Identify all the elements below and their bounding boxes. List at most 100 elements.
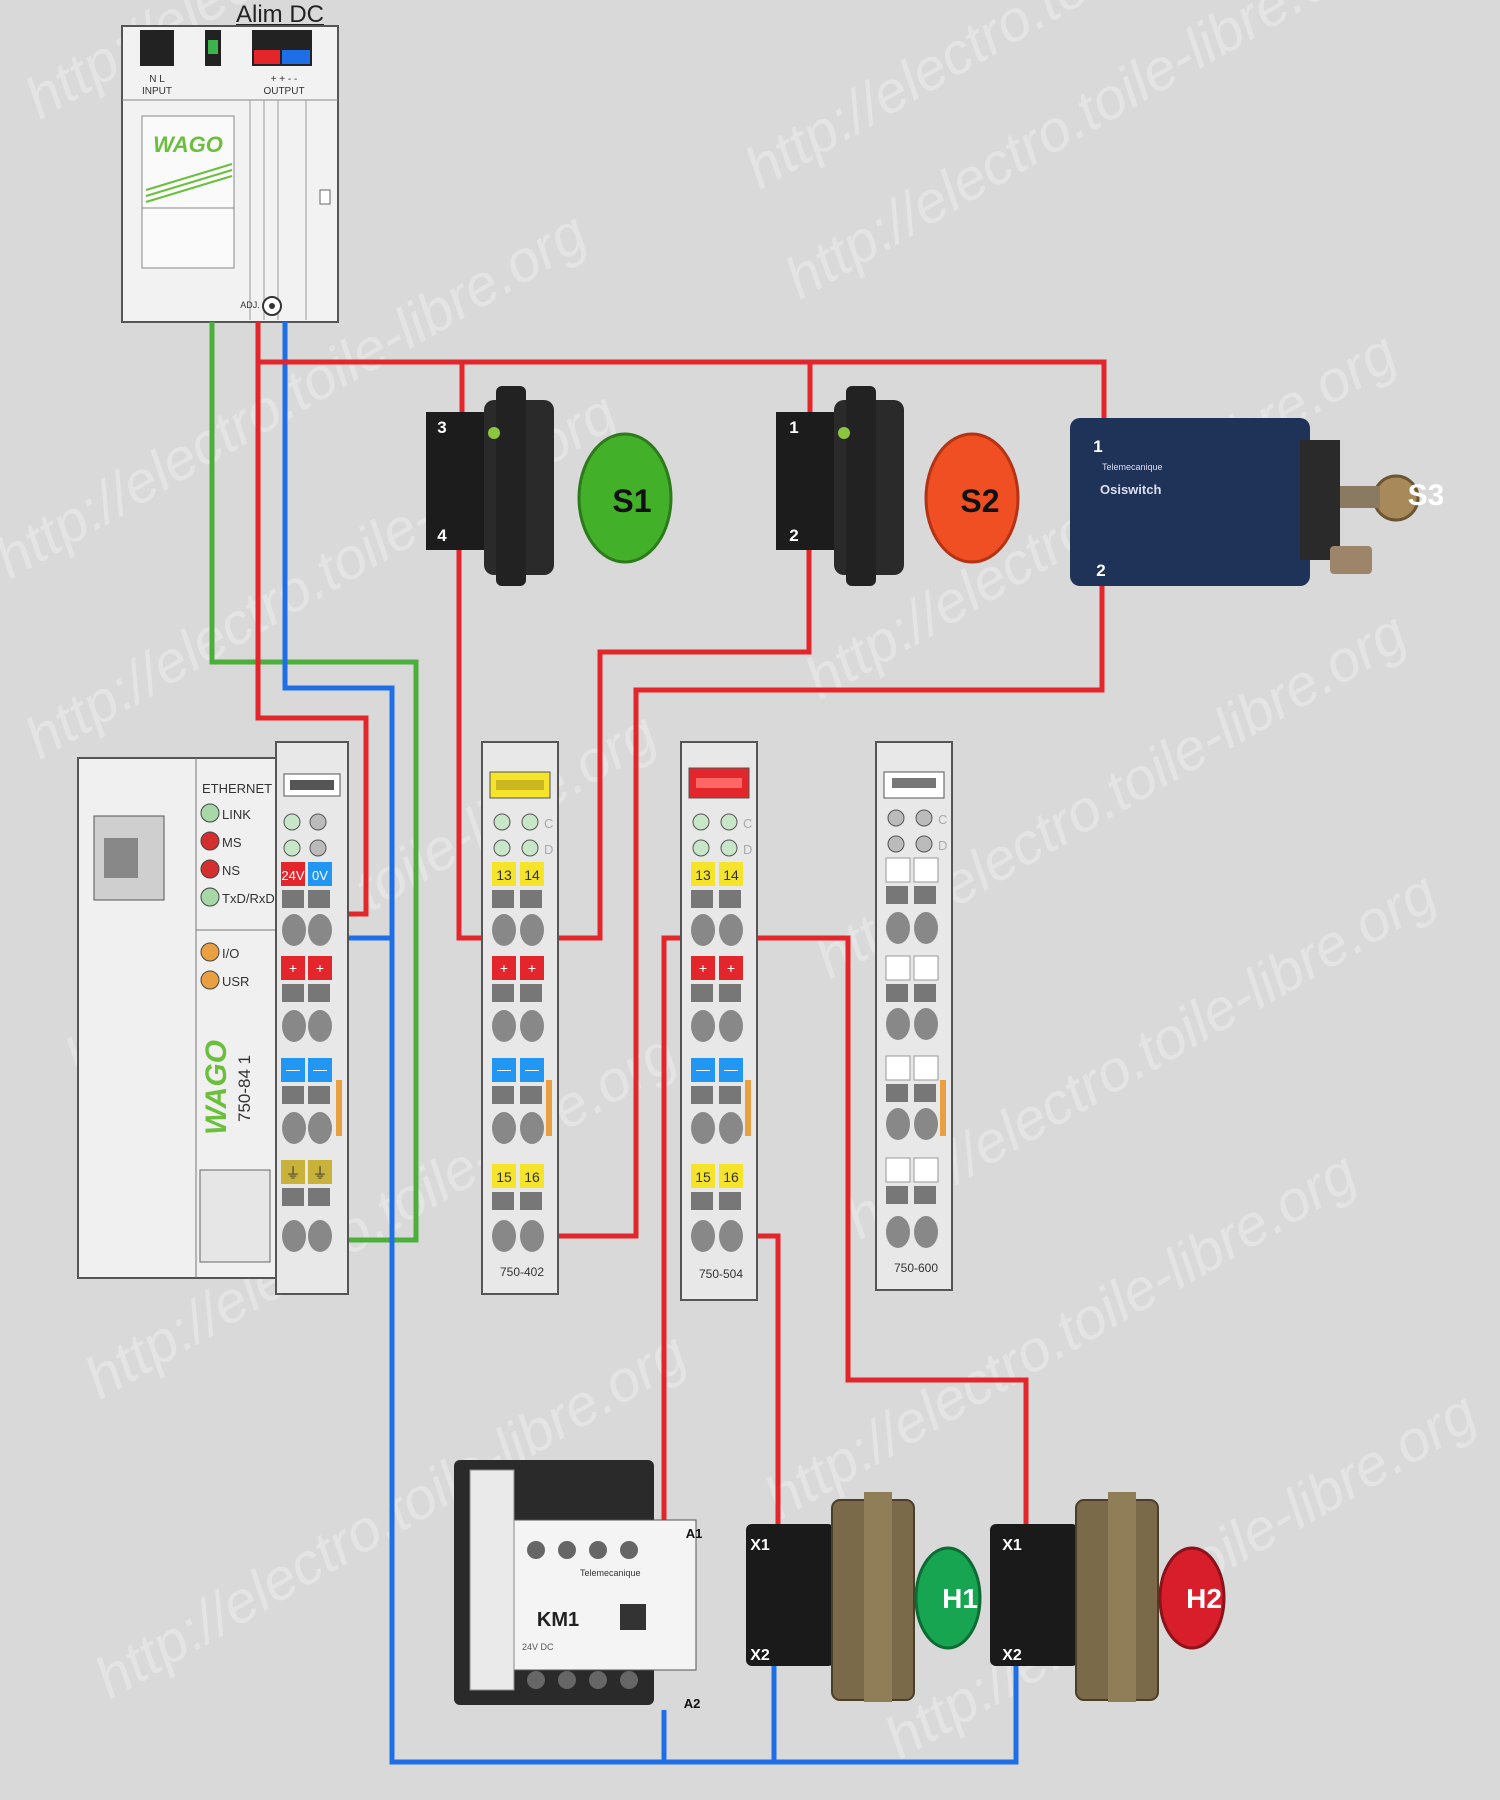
s2-button-cap[interactable]: [924, 432, 1020, 564]
s1-button-cap[interactable]: [577, 432, 673, 564]
h2-label: H2: [1186, 1583, 1222, 1614]
term-ground-icon: ⏚: [285, 1165, 300, 1182]
watermark: http://electro.toile-libre.org: [774, 0, 1387, 311]
s3-terminal-1: 1: [1093, 437, 1102, 456]
km1-terminal-a2: A2: [684, 1696, 701, 1711]
s3-brand: Telemecanique: [1102, 462, 1163, 472]
led-ms-icon: [200, 831, 220, 851]
pilot-light-h2[interactable]: H2 X1 X2: [990, 1492, 1226, 1702]
output-plus-mark: [254, 50, 280, 64]
module-504-term-16: 16: [723, 1169, 739, 1185]
led-link-icon: [200, 803, 220, 823]
module-600-model: 750-600: [894, 1261, 938, 1275]
s1-label: S1: [612, 483, 651, 519]
module-750-402[interactable]: C D 13 14 + + — — 15 16 750-402: [481, 741, 559, 1295]
wago-logo: WAGO: [153, 132, 223, 157]
module-402-minus: —: [525, 1061, 539, 1077]
term-plus-label: +: [289, 960, 297, 976]
push-button-s1[interactable]: S1 3 4: [426, 386, 673, 586]
module-402-minus: —: [497, 1061, 511, 1077]
module-504-term-15: 15: [695, 1169, 711, 1185]
s2-label: S2: [960, 483, 999, 519]
input-terminal-block: [140, 30, 174, 66]
h2-terminal-x1: X1: [1002, 1537, 1022, 1554]
controller-wago-logo: WAGO: [200, 1040, 233, 1135]
module-504-model: 750-504: [699, 1267, 743, 1281]
term-plus-label: +: [316, 960, 324, 976]
module-750-504[interactable]: C D 13 14 + + — — 15 16 750-504: [680, 741, 758, 1301]
km1-brand: Telemecanique: [580, 1568, 641, 1578]
led-txd-rxd-icon: [200, 887, 220, 907]
led-ns-label: NS: [222, 863, 240, 878]
module-504-plus: +: [699, 960, 707, 976]
pilot-light-h1[interactable]: H1 X1 X2: [746, 1492, 982, 1702]
s1-terminal-3: 3: [437, 418, 446, 437]
output-terminals-text: + + - -: [271, 74, 298, 85]
module-402-plus: +: [500, 960, 508, 976]
h1-contact-block: [746, 1524, 834, 1666]
push-button-s2[interactable]: S2 1 2: [776, 386, 1020, 586]
blue-0v-wire: [282, 322, 1019, 1765]
term-0v-label: 0V: [312, 868, 328, 883]
module-504-minus: —: [724, 1061, 738, 1077]
red-do14-to-h2-wire: [733, 935, 1029, 1532]
ground-terminal-mark: [208, 40, 218, 54]
h2-lens: [1158, 1546, 1226, 1650]
s1-contact-block: [426, 412, 486, 550]
h1-lens: [914, 1546, 982, 1650]
term-24v-label: 24V: [281, 868, 304, 883]
red-s3-to-di16-wire: [534, 582, 1105, 1239]
module-402-term-15: 15: [496, 1169, 512, 1185]
module-402-model: 750-402: [500, 1265, 544, 1279]
led-usr-icon: [200, 970, 220, 990]
power-supply[interactable]: Alim DC N L INPUT + + - - OUTPUT WAGO AD…: [121, 1, 339, 323]
km1-label: KM1: [537, 1609, 579, 1631]
s3-name: Osiswitch: [1100, 482, 1161, 497]
module-600-letter-d: D: [938, 838, 947, 853]
km1-terminal-a1: A1: [686, 1526, 703, 1541]
module-504-letter-c: C: [743, 816, 752, 831]
s3-label: S3: [1408, 479, 1445, 512]
led-io-icon: [200, 942, 220, 962]
power-supply-title: Alim DC: [236, 1, 324, 28]
controller-750-841[interactable]: ETHERNET LINK MS NS TxD/RxD I/O USR WAGO…: [77, 741, 349, 1295]
module-504-term-14: 14: [723, 867, 739, 883]
led-usr-label: USR: [222, 974, 249, 989]
led-ns-icon: [200, 859, 220, 879]
term-0v-marker: [308, 862, 332, 886]
s1-terminal-4: 4: [437, 526, 447, 545]
module-402-term-14: 14: [524, 867, 540, 883]
module-504-minus: —: [696, 1061, 710, 1077]
module-402-plus: +: [528, 960, 536, 976]
term-24v-marker: [281, 862, 305, 886]
module-504-term-13: 13: [695, 867, 711, 883]
led-io-label: I/O: [222, 946, 239, 961]
limit-switch-s3[interactable]: Telemecanique Osiswitch S3 1 2: [1070, 418, 1444, 586]
term-minus-label: —: [286, 1061, 300, 1077]
s2-contact-block: [776, 412, 836, 550]
input-terminals-text: N L: [149, 74, 165, 85]
output-minus-mark: [282, 50, 310, 64]
module-402-term-16: 16: [524, 1169, 540, 1185]
module-750-600[interactable]: C D 750-600: [875, 741, 953, 1291]
contactor-km1[interactable]: Telemecanique KM1 24V DC A1 A2: [454, 1460, 702, 1711]
term-ground-icon: ⏚: [312, 1165, 327, 1182]
module-402-letter-d: D: [544, 842, 553, 857]
s3-terminal-2: 2: [1096, 561, 1105, 580]
h2-terminal-x2: X2: [1002, 1647, 1022, 1664]
s3-body: [1070, 418, 1310, 586]
km1-voltage: 24V DC: [522, 1642, 554, 1652]
adj-label: ADJ.: [240, 300, 260, 310]
output-label: OUTPUT: [263, 86, 304, 97]
led-ms-label: MS: [222, 835, 242, 850]
s2-terminal-2: 2: [789, 526, 798, 545]
module-600-letter-c: C: [938, 812, 947, 827]
term-minus-label: —: [313, 1061, 327, 1077]
wires: [209, 322, 1107, 1765]
red-s2-to-di14-wire: [534, 550, 812, 941]
red-24v-bus-wire: [255, 322, 1107, 425]
led-txd-rxd-label: TxD/RxD: [222, 891, 275, 906]
h1-terminal-x2: X2: [750, 1647, 770, 1664]
